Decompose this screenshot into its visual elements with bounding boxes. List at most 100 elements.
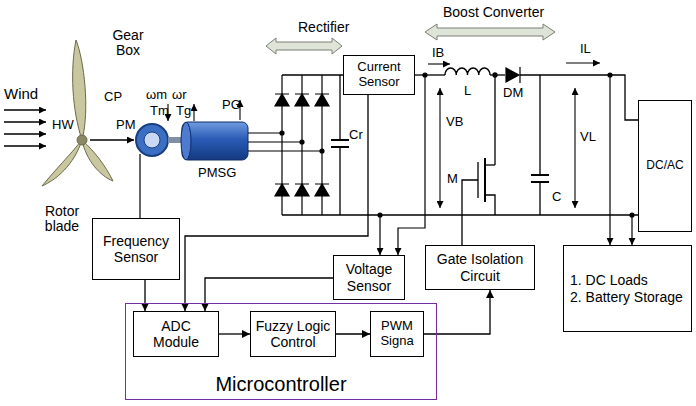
wind-arrows bbox=[4, 109, 46, 110]
signal-connector bbox=[219, 333, 250, 334]
part-name: PMSG bbox=[198, 166, 236, 180]
signal-connector bbox=[336, 333, 370, 334]
load-wires bbox=[630, 213, 634, 217]
mosfet-switch bbox=[462, 73, 497, 245]
box-text: ADC Module bbox=[137, 318, 215, 350]
symbol-label: Cr bbox=[349, 128, 363, 142]
boost-diode bbox=[519, 67, 520, 83]
box-text: PWM Signa bbox=[374, 319, 420, 349]
process-box: Fuzzy Logic Control bbox=[250, 311, 336, 357]
symbol-label: L bbox=[464, 84, 471, 98]
symbol-label: M bbox=[447, 172, 458, 186]
output-capacitor bbox=[531, 174, 549, 176]
section-label: Rectifier bbox=[298, 20, 349, 35]
diode-bridge bbox=[295, 184, 309, 196]
wind-arrows bbox=[4, 133, 46, 134]
signal-connector bbox=[205, 278, 333, 311]
symbol-label: VL bbox=[580, 130, 596, 144]
rotor-blade bbox=[82, 140, 113, 181]
measurement-arrows bbox=[439, 88, 440, 208]
rotor-blade bbox=[73, 40, 86, 140]
rectifier-capacitor bbox=[331, 139, 349, 141]
pmsg-cylinder bbox=[181, 122, 191, 160]
controller-title: Microcontroller bbox=[215, 373, 346, 396]
gear-box bbox=[144, 132, 160, 148]
sensor-wires bbox=[398, 75, 425, 255]
pmsg-cylinder bbox=[181, 122, 248, 160]
load-wires bbox=[608, 73, 634, 245]
symbol-label: Tm bbox=[150, 104, 169, 118]
box-text: Frequency Sensor bbox=[96, 233, 176, 265]
symbol-label: ωm bbox=[146, 88, 167, 102]
three-phase-wires bbox=[248, 132, 282, 133]
box-text: DC/AC bbox=[646, 159, 683, 173]
sensor-wires bbox=[423, 73, 427, 77]
wind-arrows bbox=[4, 110, 46, 146]
sensor-wires bbox=[378, 213, 382, 217]
torque-arrows bbox=[193, 104, 194, 121]
rectifier-capacitor bbox=[339, 147, 340, 215]
symbol-label: Tg bbox=[176, 104, 191, 118]
load-wires bbox=[608, 73, 612, 77]
part-name: Rotor blade bbox=[32, 204, 92, 235]
rotor-blade bbox=[42, 140, 82, 186]
three-phase-wires bbox=[248, 150, 322, 151]
sensor-wires bbox=[378, 73, 427, 255]
measurement-arrows bbox=[428, 63, 450, 64]
gear-box bbox=[136, 124, 168, 156]
boost-diode bbox=[506, 68, 519, 82]
section-label: Boost Converter bbox=[443, 5, 544, 20]
wind-arrows bbox=[4, 145, 46, 146]
dc-rails bbox=[520, 75, 638, 120]
load-box: 1. DC Loads2. Battery Storage bbox=[563, 245, 692, 332]
rectifier-capacitor bbox=[339, 75, 340, 140]
sensor-box: Frequency Sensor bbox=[92, 218, 180, 280]
output-capacitor bbox=[539, 182, 540, 215]
load-wires bbox=[631, 215, 632, 245]
mosfet-switch bbox=[493, 73, 497, 77]
sensor-wires bbox=[379, 215, 380, 255]
mosfet-switch bbox=[485, 195, 495, 215]
controller-box: MicrocontrollerADC Module Fuzzy Logic Con… bbox=[125, 303, 437, 400]
box-text: Voltage Sensor bbox=[337, 261, 401, 293]
diode-bridge bbox=[315, 94, 329, 106]
process-box: ADC Module bbox=[133, 311, 219, 357]
dc-rails bbox=[282, 214, 638, 215]
symbol-label: IL bbox=[580, 42, 591, 56]
three-phase-wires bbox=[248, 141, 302, 142]
symbol-label: PM bbox=[116, 118, 136, 132]
gear-box bbox=[136, 124, 182, 156]
frequency-wire bbox=[139, 154, 140, 218]
signal-connector bbox=[424, 290, 490, 334]
output-capacitor bbox=[539, 75, 540, 175]
inductor-coil bbox=[445, 68, 490, 75]
rotor-blade bbox=[77, 135, 87, 145]
sensor-box: Current Sensor bbox=[343, 55, 415, 95]
process-box: PWM Signa bbox=[370, 311, 424, 357]
load-wires bbox=[609, 75, 610, 245]
symbol-label: VB bbox=[446, 115, 463, 129]
bracket-arrows bbox=[266, 38, 342, 54]
frequency-wire bbox=[139, 154, 140, 218]
bracket-arrows bbox=[425, 24, 555, 40]
three-phase-wires bbox=[248, 131, 324, 153]
box-text: 1. DC Loads bbox=[570, 272, 648, 288]
circuit-box: Gate Isolation Circuit bbox=[425, 245, 535, 290]
signal-connector bbox=[144, 280, 145, 311]
diode-bridge bbox=[275, 94, 289, 106]
box-text: Gate Isolation Circuit bbox=[429, 251, 531, 283]
measurement-arrows bbox=[428, 63, 600, 208]
output-capacitor bbox=[531, 75, 549, 215]
diode-bridge bbox=[295, 94, 309, 106]
diode-bridge bbox=[275, 75, 329, 215]
pmsg-cylinder bbox=[182, 122, 248, 160]
diode-bridge bbox=[315, 184, 329, 196]
wind-arrows bbox=[4, 121, 46, 122]
symbol-label: ωr bbox=[172, 88, 186, 102]
symbol-label: CP bbox=[104, 90, 122, 104]
mosfet-switch bbox=[462, 180, 478, 245]
power-arrow bbox=[90, 139, 134, 140]
symbol-label: IB bbox=[432, 46, 444, 60]
inverter-box: DC/AC bbox=[638, 100, 692, 232]
measurement-arrows bbox=[574, 88, 575, 208]
